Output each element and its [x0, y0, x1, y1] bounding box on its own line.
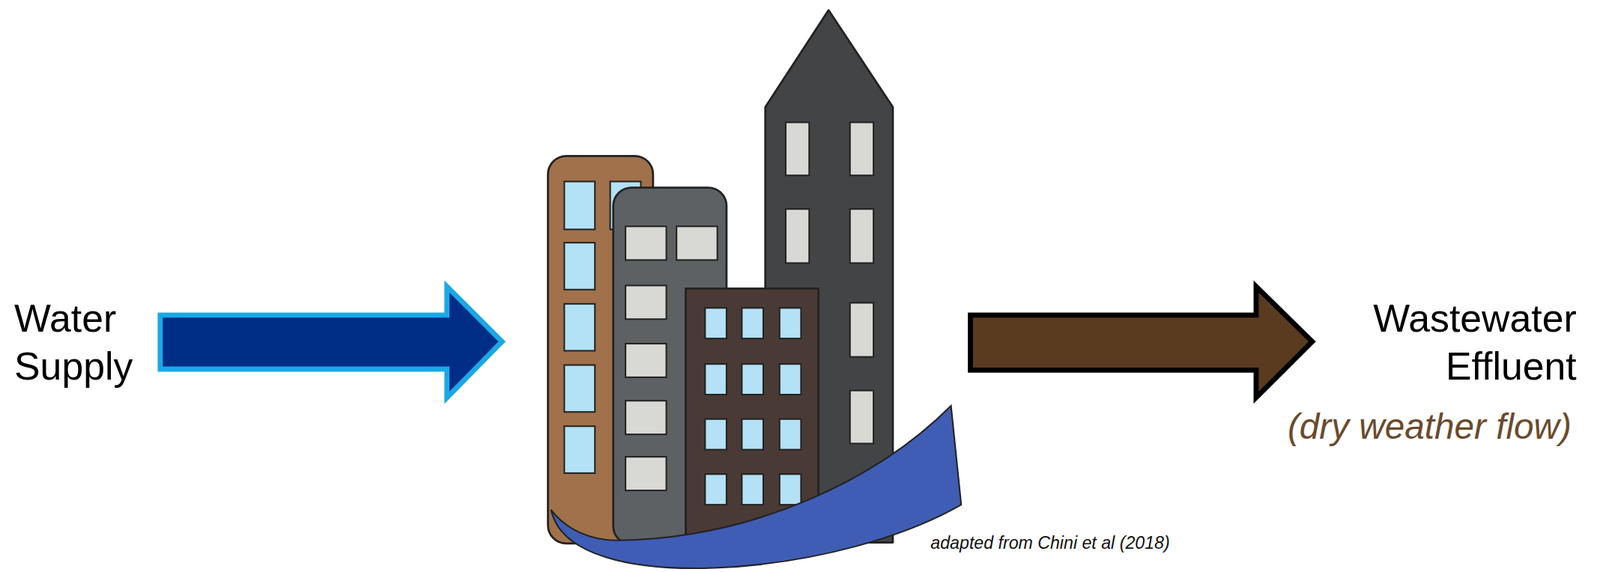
- building-window: [625, 285, 666, 320]
- building-window: [741, 419, 764, 451]
- building-window: [850, 208, 874, 263]
- building-window: [564, 181, 595, 230]
- water-swoosh: [551, 405, 962, 569]
- building-window: [704, 474, 727, 505]
- window-group: [704, 307, 801, 505]
- input-label: Water Supply: [14, 295, 168, 392]
- building-window: [564, 242, 595, 290]
- building-window: [741, 364, 764, 395]
- building-window: [785, 122, 809, 176]
- building-window: [850, 302, 874, 357]
- building-window: [564, 426, 595, 474]
- building-window: [850, 391, 874, 445]
- gray-building: [613, 188, 727, 546]
- building-window: [779, 364, 802, 395]
- building-window: [704, 419, 727, 451]
- flow-note: (dry weather flow): [1203, 405, 1571, 448]
- building-window: [741, 474, 764, 505]
- building-window: [564, 304, 595, 352]
- building-window: [779, 419, 802, 451]
- supply-arrow: [160, 286, 502, 398]
- effluent-arrow: [970, 286, 1312, 398]
- building-window: [625, 400, 666, 435]
- building-window: [850, 122, 874, 176]
- building-window: [564, 365, 595, 413]
- building-window: [741, 307, 764, 339]
- building-window: [625, 456, 666, 491]
- building-window: [625, 343, 666, 378]
- building-window: [625, 226, 666, 260]
- output-label: Wastewater Effluent: [1326, 295, 1577, 392]
- building-window: [704, 307, 727, 339]
- source-note: adapted from Chini et al (2018): [930, 532, 1237, 556]
- building-window: [785, 208, 809, 263]
- building-window: [676, 226, 717, 260]
- building-window: [779, 474, 802, 505]
- building-window: [779, 307, 802, 339]
- building-window: [704, 364, 727, 395]
